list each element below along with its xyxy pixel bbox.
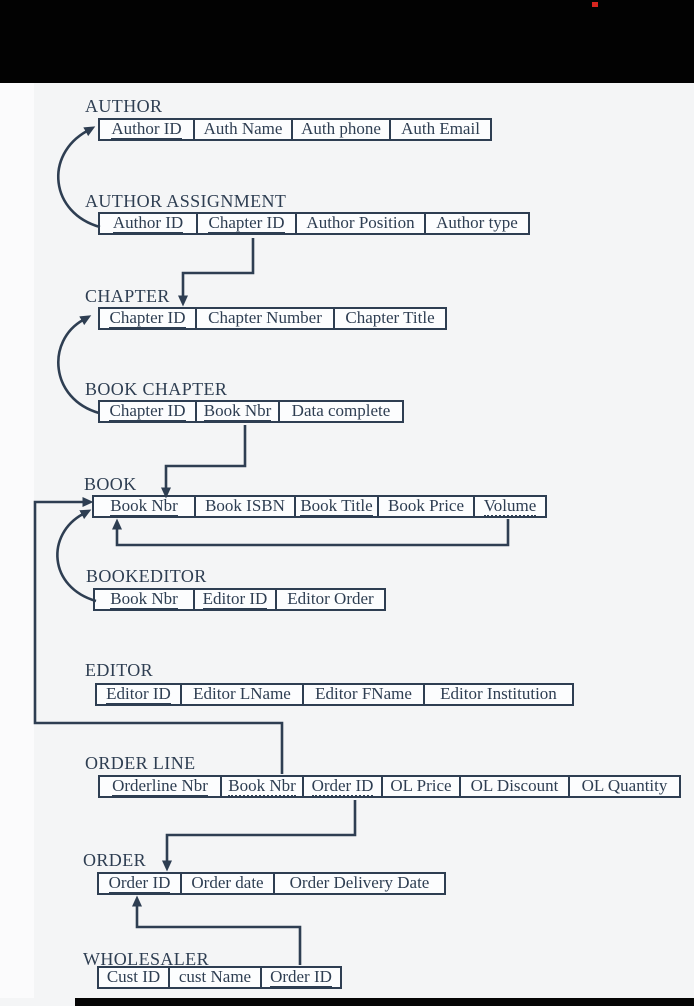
entity-row-book: Book Nbr Book ISBN Book Title Book Price Vol… [92,495,547,518]
field-text: Order ID [270,967,332,988]
field-text: Book Nbr [228,776,296,797]
field-cell-book-3: Book Price [379,497,475,516]
field-cell-book-chapter-1: Book Nbr [197,401,280,422]
field-cell-order-0: Order ID [99,873,182,894]
field-cell-wholesaler-0: Cust ID [99,968,170,987]
field-cell-author-3: Auth Email [391,120,490,139]
field-text: Author Position [306,213,415,232]
field-text: Volume [483,496,537,517]
field-cell-chapter-0: Chapter ID [100,308,197,329]
field-cell-author-assignment-2: Author Position [297,214,426,233]
entity-row-author-assignment: Author ID Chapter ID Author Position Author… [98,212,530,235]
field-text: Book Nbr [203,401,272,422]
field-text: OL Quantity [581,776,668,795]
field-text: Author ID [111,119,182,140]
field-text: Editor Institution [440,684,557,703]
bottom-letterbox-bar [75,998,694,1006]
entity-row-order-line: Orderline Nbr Book Nbr Order ID OL Price OL … [98,775,681,798]
entity-label-book-chapter: BOOK CHAPTER [85,379,228,399]
field-cell-author-assignment-0: Author ID [100,213,198,234]
field-text: Orderline Nbr [112,776,208,797]
field-cell-order-line-1: Book Nbr [222,776,304,797]
field-text: OL Price [390,776,452,795]
field-cell-wholesaler-2: Order ID [262,967,340,988]
entity-row-editor: Editor ID Editor LName Editor FName Editor … [95,683,574,706]
field-text: Order date [191,873,264,892]
field-text: Book Nbr [110,496,178,517]
entity-label-author: AUTHOR [85,96,163,116]
field-cell-chapter-1: Chapter Number [197,309,335,328]
field-cell-author-0: Author ID [100,119,195,140]
field-cell-order-line-5: OL Quantity [570,777,679,796]
field-text: Auth phone [301,119,381,138]
field-text: Editor Order [287,589,374,608]
field-text: Auth Name [203,119,283,138]
field-cell-order-line-0: Orderline Nbr [100,776,222,797]
field-cell-wholesaler-1: cust Name [170,968,262,987]
entity-row-bookeditor: Book Nbr Editor ID Editor Order [93,588,386,611]
field-text: Order ID [108,873,171,894]
field-text: Chapter ID [109,401,186,422]
entity-row-wholesaler: Cust ID cust Name Order ID [97,966,342,989]
field-cell-book-2: Book Title [296,496,379,517]
field-cell-editor-0: Editor ID [97,684,182,705]
field-text: Author ID [112,213,184,234]
field-cell-author-1: Auth Name [195,120,293,139]
field-cell-book-0: Book Nbr [94,496,196,517]
field-text: Data complete [291,401,391,420]
field-text: Order Delivery Date [289,873,430,892]
field-cell-editor-3: Editor Institution [425,685,572,704]
entity-label-editor: EDITOR [85,660,154,680]
field-text: cust Name [178,967,252,986]
field-text: Chapter Number [208,308,322,327]
field-cell-chapter-2: Chapter Title [335,309,445,328]
field-text: Book Title [300,496,373,517]
top-letterbox-bar [0,0,694,83]
field-text: Auth Email [401,119,480,138]
entity-row-order: Order ID Order date Order Delivery Date [97,872,446,895]
field-text: Chapter Title [345,308,435,327]
field-cell-book-chapter-2: Data complete [280,402,402,421]
field-text: Editor ID [106,684,171,705]
field-cell-editor-1: Editor LName [182,685,304,704]
field-text: Cust ID [106,967,161,986]
field-cell-author-assignment-1: Chapter ID [198,213,297,234]
page-left-margin [0,83,34,998]
entity-label-order-line: ORDER LINE [85,753,196,773]
field-cell-order-2: Order Delivery Date [275,874,444,893]
entity-label-chapter: CHAPTER [85,286,170,306]
entity-label-author-assignment: AUTHOR ASSIGNMENT [85,191,287,211]
field-text: Editor ID [202,589,268,610]
field-text: Book Nbr [110,589,178,610]
field-cell-bookeditor-2: Editor Order [277,590,384,609]
field-cell-bookeditor-0: Book Nbr [95,589,195,610]
field-cell-order-line-2: Order ID [304,776,383,797]
field-text: Chapter ID [208,213,285,234]
field-cell-editor-2: Editor FName [304,685,425,704]
field-text: Author type [436,213,518,232]
entity-label-order: ORDER [83,850,147,870]
field-text: Chapter ID [109,308,186,329]
field-text: Order ID [311,776,374,797]
field-cell-order-line-4: OL Discount [461,777,570,796]
field-cell-author-2: Auth phone [293,120,391,139]
field-cell-bookeditor-1: Editor ID [195,589,277,610]
field-cell-book-1: Book ISBN [196,497,296,516]
field-cell-order-line-3: OL Price [383,777,461,796]
entity-row-author: Author ID Auth Name Auth phone Auth Email [98,118,492,141]
entity-row-chapter: Chapter ID Chapter Number Chapter Title [98,307,447,330]
entity-row-book-chapter: Chapter ID Book Nbr Data complete [98,400,404,423]
field-text: Editor FName [315,684,412,703]
entity-label-book: BOOK [84,474,137,494]
field-cell-order-1: Order date [182,874,275,893]
entity-label-bookeditor: BOOKEDITOR [86,566,207,586]
field-text: Book Price [387,496,465,515]
field-text: OL Discount [470,776,559,795]
field-cell-book-4: Volume [475,496,545,517]
field-text: Editor LName [193,684,291,703]
field-cell-book-chapter-0: Chapter ID [100,401,197,422]
field-text: Book ISBN [205,496,285,515]
record-indicator-dot [592,2,598,7]
field-cell-author-assignment-3: Author type [426,214,528,233]
